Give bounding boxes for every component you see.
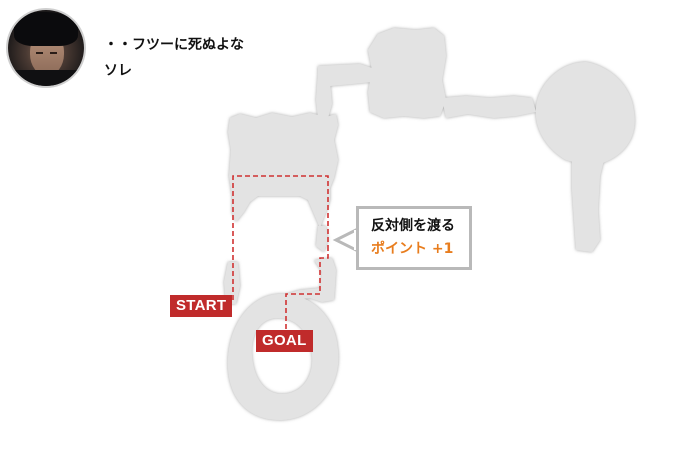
corridor-east bbox=[442, 96, 536, 118]
callout-title: 反対側を渡る bbox=[371, 218, 455, 234]
corridor-east-drop bbox=[316, 226, 328, 252]
corridor-stub bbox=[286, 258, 336, 302]
dialog-line-1: ・・フツーに死ぬよな bbox=[104, 37, 244, 53]
dialog-line-2: ソレ bbox=[104, 63, 132, 79]
room-round bbox=[535, 62, 635, 166]
hint-callout: 反対側を渡る ポイント +1 bbox=[356, 206, 472, 270]
corridor-south bbox=[572, 160, 604, 252]
goal-marker: GOAL bbox=[256, 330, 313, 352]
start-marker: START bbox=[170, 295, 233, 317]
route-chamber-to-goal bbox=[285, 246, 329, 330]
room-top bbox=[368, 28, 446, 118]
character-portrait-icon bbox=[8, 10, 84, 86]
corridor-link bbox=[318, 64, 372, 86]
callout-reward: ポイント +1 bbox=[371, 241, 454, 257]
route-start-to-chamber bbox=[232, 175, 329, 300]
chamber-upper-left bbox=[228, 113, 338, 228]
corridor-start bbox=[224, 262, 240, 304]
goal-ring bbox=[227, 293, 339, 420]
character-dialog: ・・フツーに死ぬよな ソレ bbox=[104, 32, 244, 84]
callout-pointer bbox=[332, 227, 358, 253]
